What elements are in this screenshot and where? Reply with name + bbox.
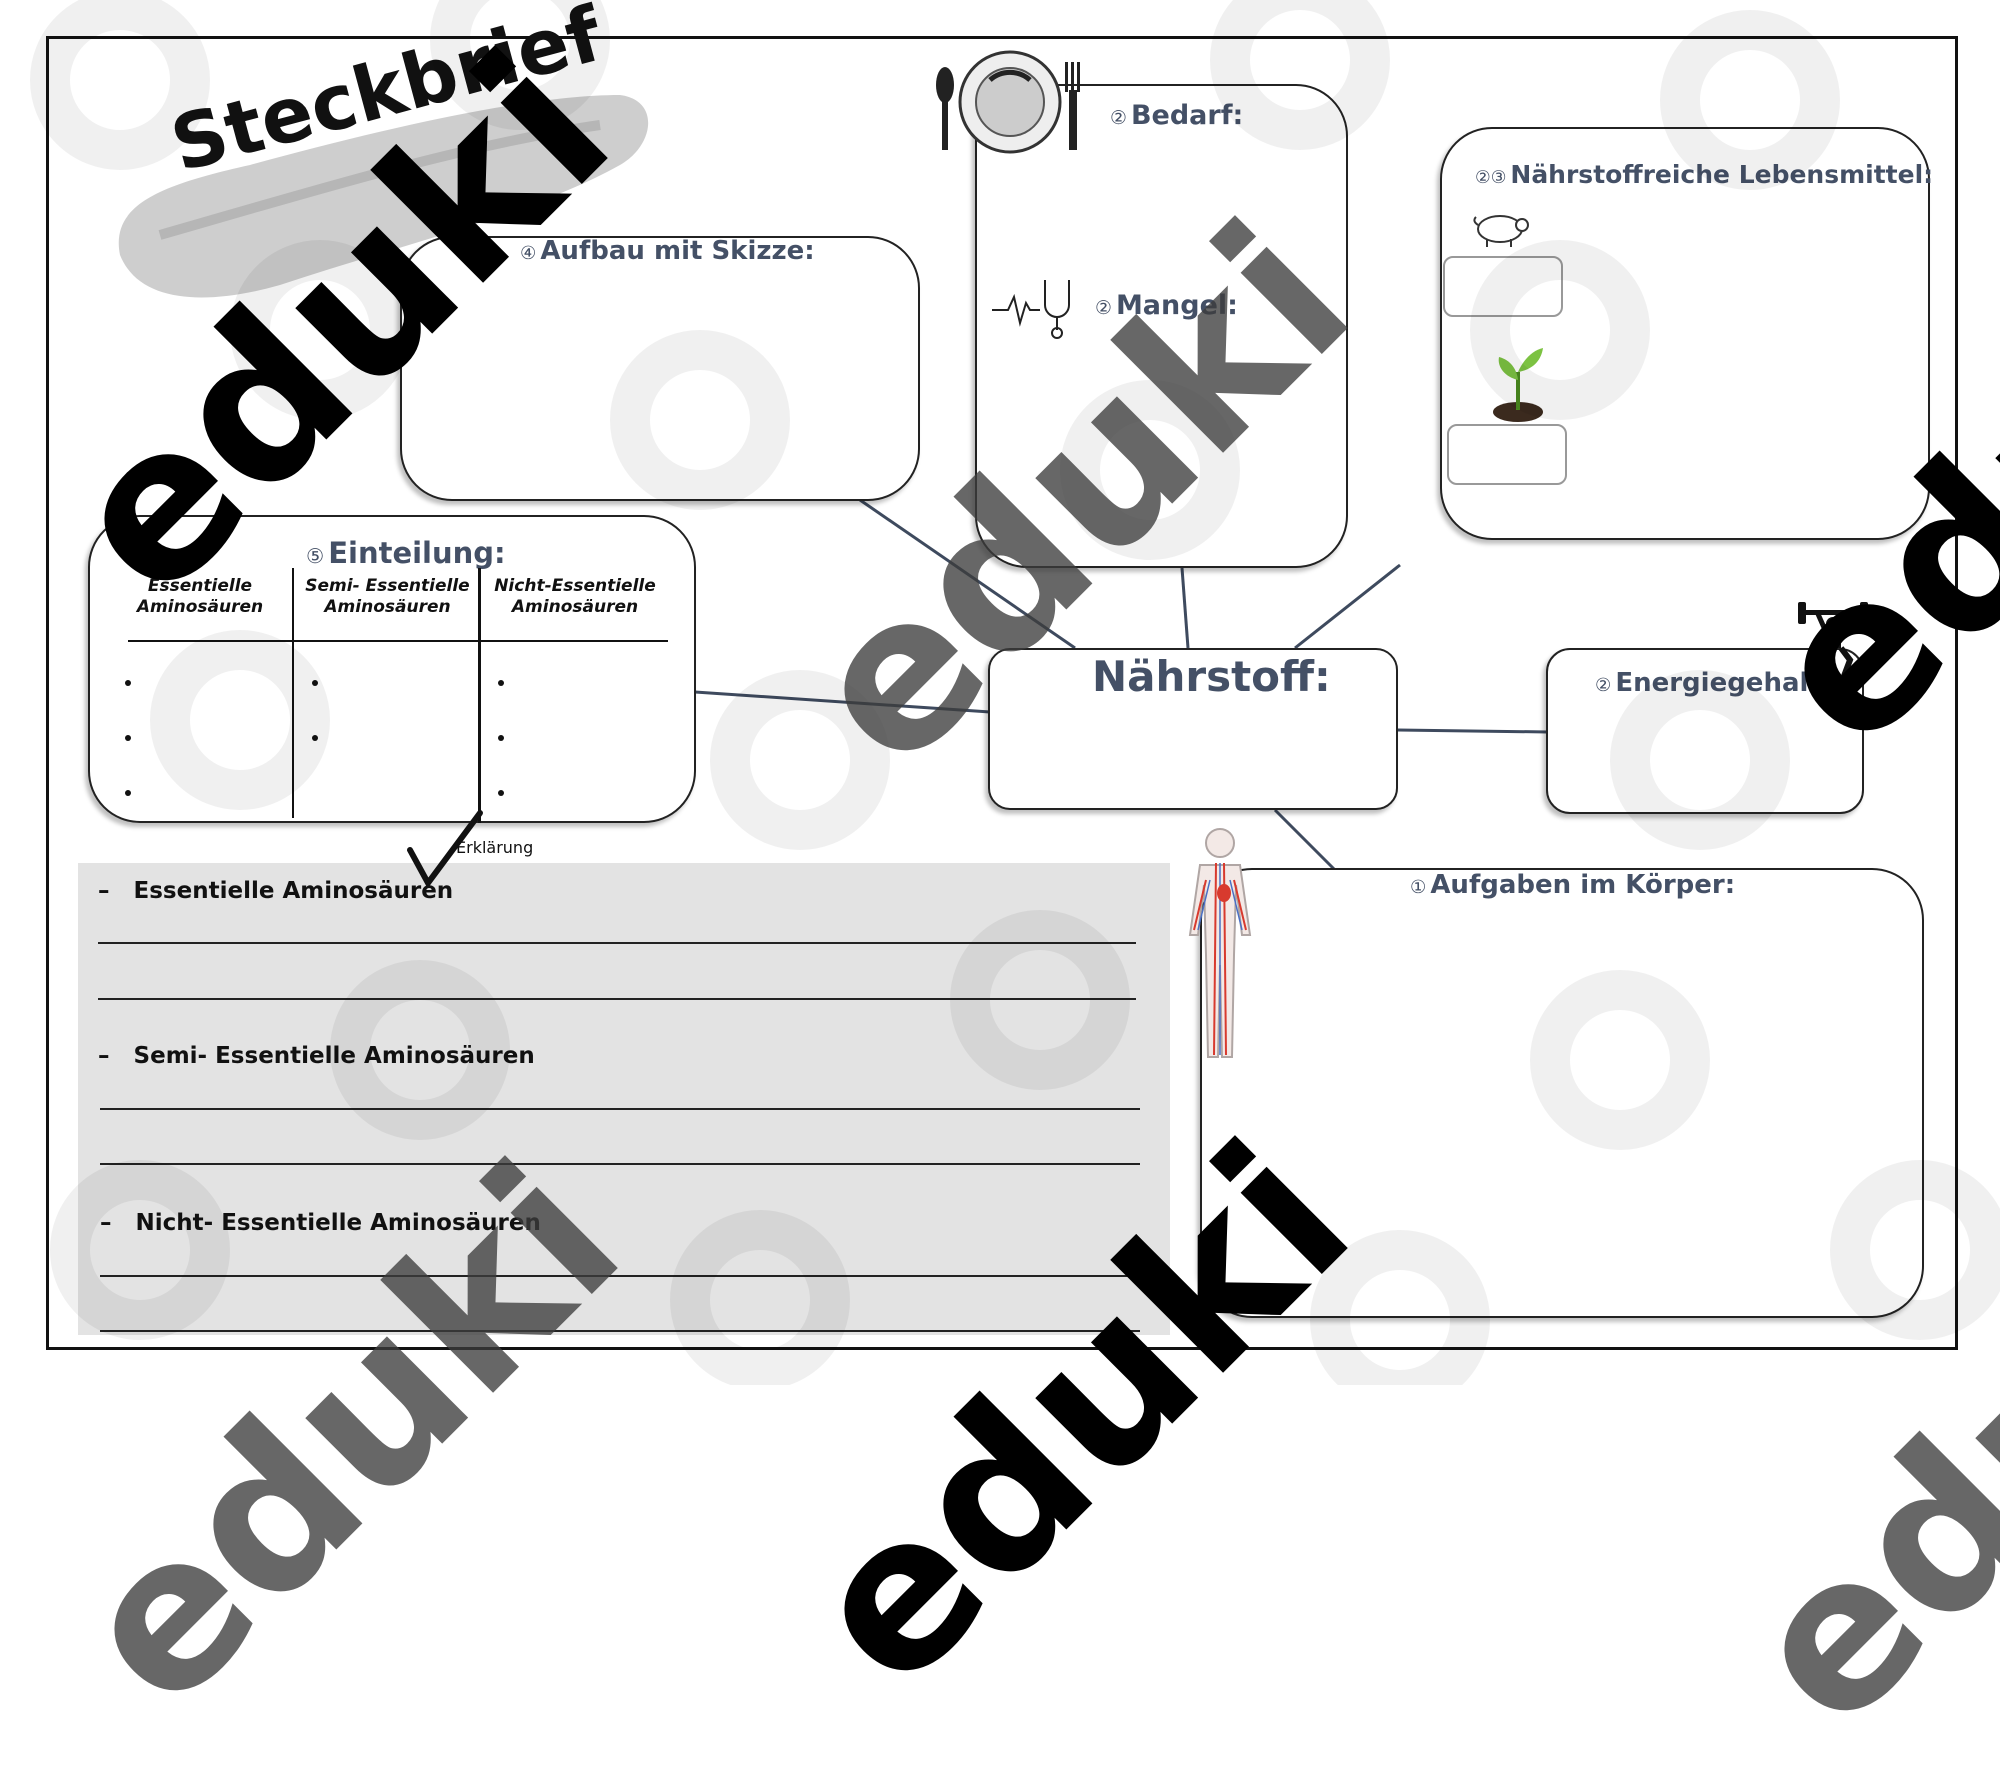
writing-line[interactable]	[100, 1163, 1140, 1165]
page-frame	[46, 36, 1958, 1350]
plate-cutlery-icon	[936, 50, 1080, 154]
bullet	[498, 680, 504, 686]
brush-stroke	[118, 95, 649, 298]
connector-lines	[694, 498, 1549, 872]
writing-line[interactable]	[100, 1330, 1140, 1332]
pig-icon	[1473, 215, 1529, 247]
bullet	[125, 680, 131, 686]
erklaerung-label: Erklärung	[456, 838, 534, 857]
aufbau-box[interactable]	[400, 236, 920, 501]
explanation-essentielle: – Essentielle Aminosäuren	[98, 878, 454, 904]
naehrstoff-box[interactable]	[988, 648, 1398, 810]
bullet	[312, 735, 318, 741]
explanation-semi: – Semi- Essentielle Aminosäuren	[98, 1043, 535, 1069]
stethoscope-icon	[992, 280, 1070, 339]
table-column-divider	[292, 568, 294, 818]
plant-food-box[interactable]	[1447, 424, 1567, 485]
explanation-panel	[78, 863, 1170, 1335]
writing-line[interactable]	[98, 998, 1136, 1000]
bullet	[498, 735, 504, 741]
aufgaben-box[interactable]	[1200, 868, 1924, 1318]
naehrstoff-heading: Nährstoff:	[1092, 652, 1331, 701]
writing-line[interactable]	[100, 1108, 1140, 1110]
bullet	[312, 680, 318, 686]
bullet	[125, 790, 131, 796]
energie-box[interactable]	[1546, 648, 1864, 814]
human-body-icon	[1188, 828, 1252, 1058]
bullet	[125, 735, 131, 741]
table-column-divider	[478, 568, 481, 823]
writing-line[interactable]	[98, 942, 1136, 944]
checkmark-arrow-icon	[407, 810, 483, 889]
writing-line[interactable]	[100, 1275, 1140, 1277]
bedarf-mangel-box[interactable]	[975, 84, 1348, 568]
einteilung-box[interactable]	[88, 515, 696, 823]
table-header-rule	[128, 640, 668, 642]
animal-food-box[interactable]	[1443, 256, 1563, 317]
explanation-nicht: – Nicht- Essentielle Aminosäuren	[100, 1210, 541, 1236]
bullet	[498, 790, 504, 796]
weightlifter-icon	[1798, 602, 1868, 678]
sprout-icon	[1493, 348, 1543, 422]
